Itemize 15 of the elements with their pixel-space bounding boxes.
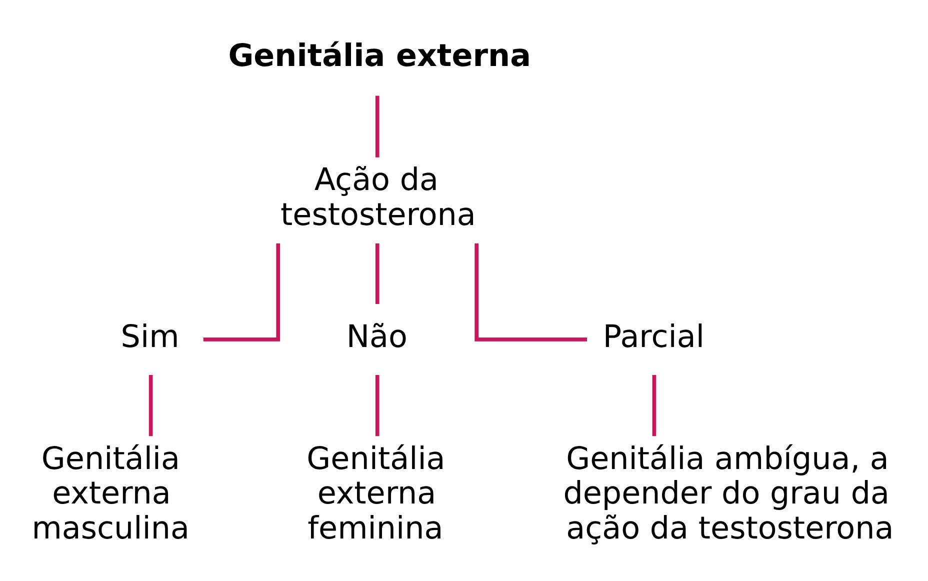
node-text: Genitália externa feminina — [306, 440, 446, 546]
connector — [652, 374, 656, 436]
connector — [375, 95, 380, 157]
node-text: Ação da testosterona — [280, 161, 476, 232]
node-text: Genitália ambígua, a depender do grau da ação da testosterona — [563, 440, 894, 546]
connector — [375, 374, 380, 436]
node-text: Genitália externa masculina — [32, 440, 190, 546]
node-text: Genitália externa — [228, 38, 531, 74]
node-text: Não — [346, 318, 408, 354]
connector — [375, 242, 380, 304]
connector — [203, 242, 280, 341]
node-text: Parcial — [602, 318, 704, 354]
connector — [148, 374, 153, 436]
node-text: Sim — [120, 318, 180, 354]
connector — [474, 242, 588, 341]
